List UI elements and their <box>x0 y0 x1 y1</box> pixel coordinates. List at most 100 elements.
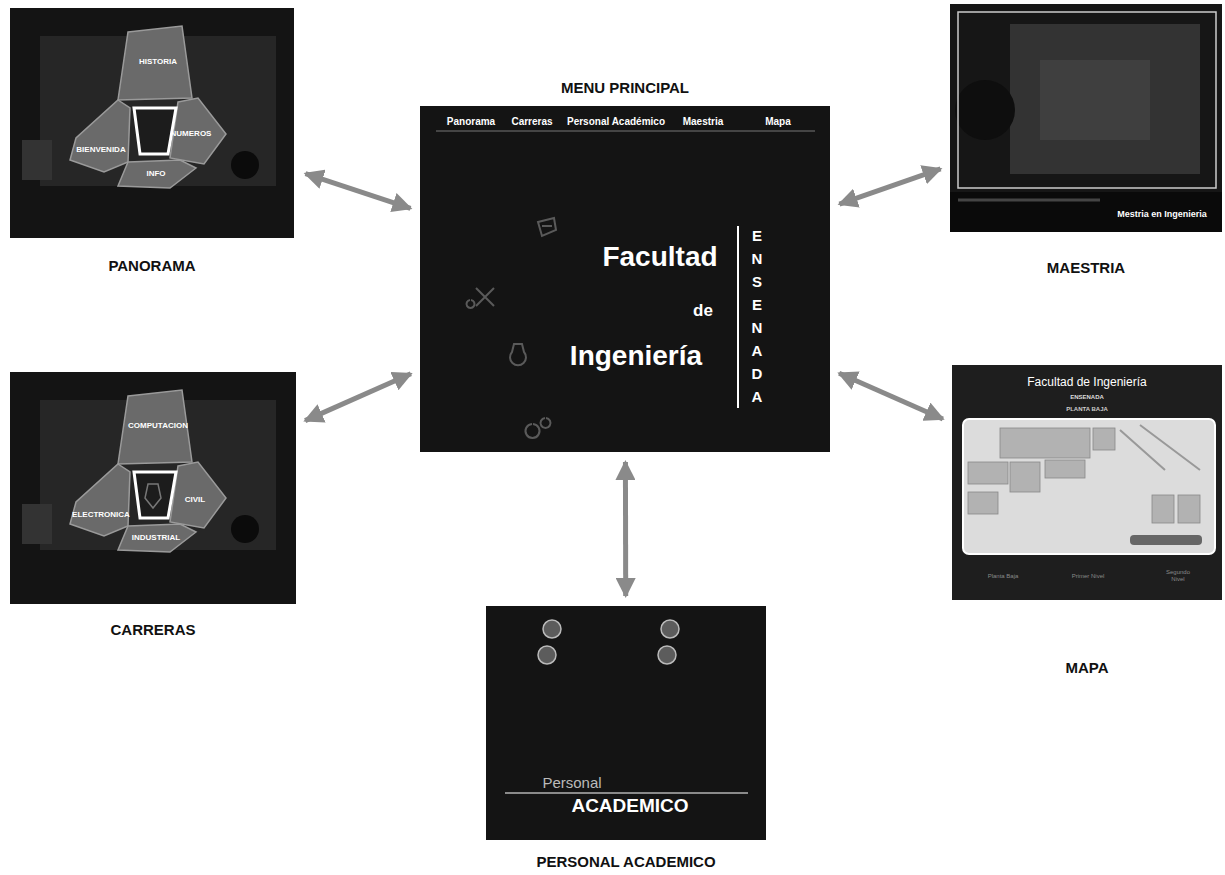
personal-screen-shape-shape <box>538 646 556 664</box>
screen-node: PANORAMA HISTORIA BIENVENIDA NUMEROS INFO <box>10 8 296 278</box>
menu-screen <box>420 106 830 452</box>
screen-node: MENU PRINCIPALPanoramaCarrerasPersonal A… <box>420 78 830 452</box>
maestria-screen-shape <box>958 199 1100 202</box>
personal-screen-shape-shape <box>661 620 679 638</box>
floor-button: Segundo Nivel <box>1160 569 1196 583</box>
carreras-screen-shape-shape <box>170 462 226 528</box>
screen-node: MAPA Facultad de IngenieríaENSENADA PLANTA… <box>952 365 1222 678</box>
title-word: Ingeniería <box>570 340 702 372</box>
panorama-screen-shape <box>22 140 52 180</box>
vertical-title: ENSENADA <box>750 224 765 408</box>
carreras-screen-shape <box>22 390 276 552</box>
menu-screen-shape <box>737 226 739 408</box>
maestria-screen-shape <box>950 192 1222 232</box>
double-arrow <box>839 169 940 204</box>
mapa-screen-shape-shape <box>1152 495 1174 523</box>
screen-caption: PERSONAL ACADEMICO <box>536 853 715 870</box>
menu-segment-label: INDUSTRIAL <box>132 533 180 542</box>
menu-screen-shape-shape <box>538 218 556 236</box>
menu-segment-label: COMPUTACION <box>128 421 188 430</box>
maestria-screen-shape <box>958 12 1216 188</box>
personal-screen-shape <box>505 792 748 793</box>
nav-item: Personal Académico <box>567 116 665 128</box>
carreras-screen <box>10 372 296 604</box>
floor-button: Primer Nivel <box>1070 573 1106 580</box>
floor-button: Planta Baja <box>985 573 1021 580</box>
map-floor-title: PLANTA BAJA <box>1066 406 1108 413</box>
maestria-screen-shape <box>955 80 1015 140</box>
carreras-screen-shape-shape <box>70 464 130 536</box>
screen-node: PERSONAL ACADEMICO PersonalACADEMICO <box>486 606 766 872</box>
menu-segment-label: ELECTRONICA <box>72 510 130 519</box>
panorama-screen-shape <box>231 151 259 179</box>
screen-caption: PANORAMA <box>108 257 195 274</box>
menu-segment-label: BIENVENIDA <box>76 145 125 154</box>
personal-screen-shape <box>538 620 679 664</box>
carreras-screen-shape-shape <box>22 504 52 544</box>
menu-wheel-shape <box>118 26 192 100</box>
double-arrow <box>839 373 943 419</box>
mapa-screen-shape-shape <box>1000 428 1090 458</box>
menu-screen-shape <box>420 106 830 452</box>
double-arrow <box>623 462 628 596</box>
screen-title: Mestria en Ingenieria <box>1117 209 1207 219</box>
double-arrow <box>305 174 410 209</box>
map-title: Facultad de Ingeniería <box>1027 376 1146 390</box>
menu-screen-shape-shape <box>510 344 526 365</box>
screen-caption: CARRERAS <box>110 621 195 638</box>
mapa-screen-shape-shape <box>968 492 998 514</box>
screen-title: Personal <box>542 775 601 790</box>
personal-screen-shape <box>486 606 766 840</box>
carreras-screen-shape-shape <box>118 390 192 464</box>
menu-segment-label: NUMEROS <box>171 129 212 138</box>
connector-group <box>305 169 943 596</box>
mapa-screen <box>952 365 1222 600</box>
menu-screen-shape-shape <box>467 288 495 308</box>
mapa-screen-shape-shape <box>1045 460 1085 478</box>
mapa-screen-shape <box>963 419 1215 554</box>
carreras-screen-shape-shape <box>134 472 176 518</box>
personal-screen-shape-shape <box>658 646 676 664</box>
nav-item: Mapa <box>765 116 791 128</box>
carreras-screen-shape <box>10 372 296 604</box>
menu-wheel-shape <box>70 100 130 172</box>
mapa-screen-shape-shape <box>968 462 1008 484</box>
mapa-screen-shape <box>968 428 1200 523</box>
menu-wheel <box>70 26 226 188</box>
screen-caption: MAPA <box>1065 659 1108 676</box>
carreras-screen-shape-shape <box>118 524 196 552</box>
maestria-screen-shape <box>950 4 1222 232</box>
screen-node: CARRERAS COMPUTACION ELECTRONICA CIVIL INDUS… <box>10 372 296 640</box>
maestria-screen-shape <box>1010 24 1200 174</box>
screen-node: MAESTRIA Mestria en Ingenieria <box>950 4 1222 278</box>
maestria-screen-shape <box>1040 60 1150 140</box>
mapa-screen-shape-shape <box>1178 495 1200 523</box>
panorama-screen-shape <box>10 8 294 238</box>
title-word: de <box>693 301 713 321</box>
mapa-screen-shape <box>1130 535 1202 545</box>
menu-wheel-shape <box>170 98 226 164</box>
personal-screen-shape-shape <box>543 620 561 638</box>
maestria-screen <box>950 4 1222 232</box>
mapa-screen-shape <box>952 365 1222 600</box>
carreras-screen-shape-shape <box>231 515 259 543</box>
menu-screen-shape-shape <box>526 418 551 438</box>
title-word: Facultad <box>602 241 717 273</box>
mapa-screen-shape <box>1120 425 1200 470</box>
screen-title: ACADEMICO <box>571 796 688 815</box>
nav-item: Panorama <box>447 116 495 128</box>
menu-screen-shape <box>467 218 557 438</box>
menu-segment-label: INFO <box>146 169 165 178</box>
menu-segment-label: HISTORIA <box>139 57 177 66</box>
personal-screen <box>486 606 766 840</box>
mapa-screen-shape-shape <box>1010 462 1040 492</box>
screen-caption: MAESTRIA <box>1047 259 1125 276</box>
menu-segment-label: CIVIL <box>185 495 205 504</box>
mapa-screen-shape-shape <box>1093 428 1115 450</box>
menu-screen-shape <box>436 131 815 132</box>
nav-item: Maestria <box>683 116 724 128</box>
screen-caption: MENU PRINCIPAL <box>561 79 689 96</box>
map-subtitle: ENSENADA <box>1070 394 1104 401</box>
carreras-screen-shape-shape <box>145 484 161 508</box>
